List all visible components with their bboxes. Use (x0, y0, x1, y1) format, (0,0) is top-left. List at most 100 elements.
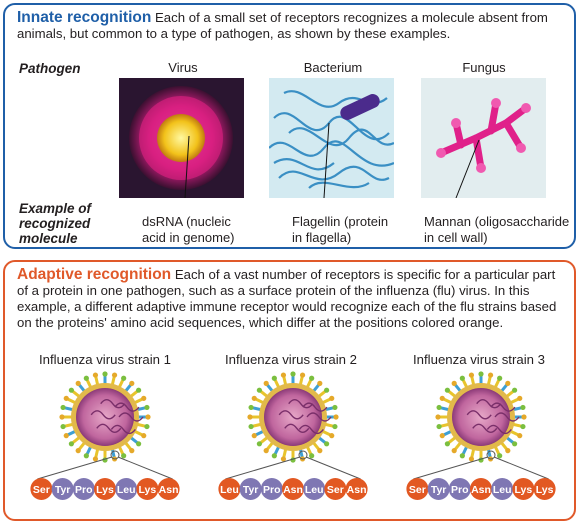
amino-acid-label: Lys (536, 484, 554, 496)
innate-title: Innate recognition (17, 9, 152, 26)
spike-tip (251, 433, 257, 439)
amino-acid-label: Ser (409, 484, 426, 496)
zoom-marker (110, 450, 120, 460)
bacterium-molecule-line2: in flagella) (292, 230, 352, 245)
genome-segment (302, 402, 328, 412)
spike-tip (248, 423, 254, 430)
innate-description: Each of a small set of receptors recogni… (17, 10, 548, 41)
genome-segment (466, 410, 492, 420)
genome-segment (90, 410, 116, 420)
amino-acid-asn (157, 478, 180, 500)
spike-tip (251, 395, 257, 401)
virus-micrograph (119, 78, 244, 198)
spike-tip (329, 433, 335, 439)
amino-acid-asn (345, 478, 368, 500)
amino-acid-tyr (427, 478, 450, 500)
spike-tip (444, 387, 450, 393)
spike-tip (121, 453, 127, 459)
spike-tip (141, 395, 147, 401)
strain-2-heading: Influenza virus strain 2 (225, 352, 357, 367)
zoom-marker (298, 450, 308, 460)
spike-tip (332, 404, 338, 411)
virus-molecule-line1: dsRNA (nucleic (142, 214, 231, 229)
amino-acid-leu (303, 478, 326, 500)
spike-tip (317, 448, 323, 454)
zoom-line (493, 456, 549, 480)
spike-tip (129, 380, 135, 386)
genome-segment (486, 424, 512, 435)
zoom-line (225, 456, 301, 480)
bacterium-molecule-caption: Flagellin (protein in flagella) (292, 214, 388, 246)
spike-tip (144, 423, 150, 430)
spike-tip (299, 372, 306, 378)
strain-3-heading: Influenza virus strain 3 (413, 352, 545, 367)
genome-segment (110, 424, 136, 435)
genome-segment (476, 398, 502, 409)
spike-tip (129, 448, 135, 454)
spike-tip (92, 372, 99, 378)
innate-recognition-panel: Innate recognition Each of a small set o… (3, 3, 576, 249)
amino-acid-label: Pro (75, 484, 93, 496)
spike-tip (63, 395, 69, 401)
amino-acid-label: Leu (493, 484, 512, 496)
genome-segment (490, 402, 516, 412)
spike-tip (517, 433, 523, 439)
amino-acid-lys (533, 478, 556, 500)
spike-tip (121, 375, 127, 381)
amino-acid-lys (94, 478, 116, 500)
spike-tip (436, 423, 442, 430)
amino-acid-asn (470, 478, 492, 500)
genome-segment (472, 423, 498, 434)
spike-tip (521, 414, 527, 420)
spike-tip (317, 380, 323, 386)
virus-molecule-line2: acid in genome) (142, 230, 235, 245)
spike-tip (512, 387, 518, 393)
spike-tip (68, 387, 74, 393)
spike-tip (439, 395, 445, 401)
amino-acid-ser (324, 478, 347, 500)
spike-tip (145, 414, 151, 420)
spike-tip (333, 414, 339, 420)
fungus-molecule-line2: in cell wall) (424, 230, 488, 245)
amino-acid-lys (512, 478, 535, 500)
spike-tip (512, 441, 518, 447)
amino-acid-label: Asn (159, 484, 179, 496)
amino-acid-pro (260, 478, 283, 500)
zoom-marker (486, 450, 496, 460)
spike-tip (436, 404, 442, 411)
amino-acid-leu (491, 478, 514, 500)
bacterium-micrograph-image (269, 78, 394, 198)
amino-acid-label: Asn (471, 484, 491, 496)
amino-acid-label: Lys (96, 484, 114, 496)
amino-acid-label: Leu (220, 484, 239, 496)
spike-tip (280, 456, 287, 462)
amino-acid-ser (30, 478, 53, 500)
amino-acid-pro (72, 478, 95, 500)
virus-molecule-caption: dsRNA (nucleic acid in genome) (142, 214, 235, 246)
genome-segment (288, 398, 314, 409)
amino-acid-ser (406, 478, 429, 500)
genome-segment (114, 402, 140, 412)
zoom-line (305, 456, 361, 480)
amino-acid-label: Pro (451, 484, 469, 496)
spike-tip (59, 414, 65, 420)
spike-tip (439, 433, 445, 439)
spike-tip (497, 453, 503, 459)
spike-tip (487, 372, 494, 378)
spike-tip (444, 441, 450, 447)
spike-tip (520, 423, 526, 430)
zoom-line (117, 456, 173, 480)
genome-segment (494, 412, 520, 422)
spike-tip (263, 448, 269, 454)
fungus-micrograph (421, 78, 546, 198)
virus-micrograph-image (119, 78, 244, 198)
spike-tip (505, 380, 511, 386)
amino-acid-label: Tyr (431, 484, 447, 496)
amino-acid-asn (282, 478, 304, 500)
amino-acid-label: Leu (117, 484, 136, 496)
spike-tip (309, 375, 315, 381)
spike-tip (459, 375, 465, 381)
spike-tip (309, 453, 315, 459)
